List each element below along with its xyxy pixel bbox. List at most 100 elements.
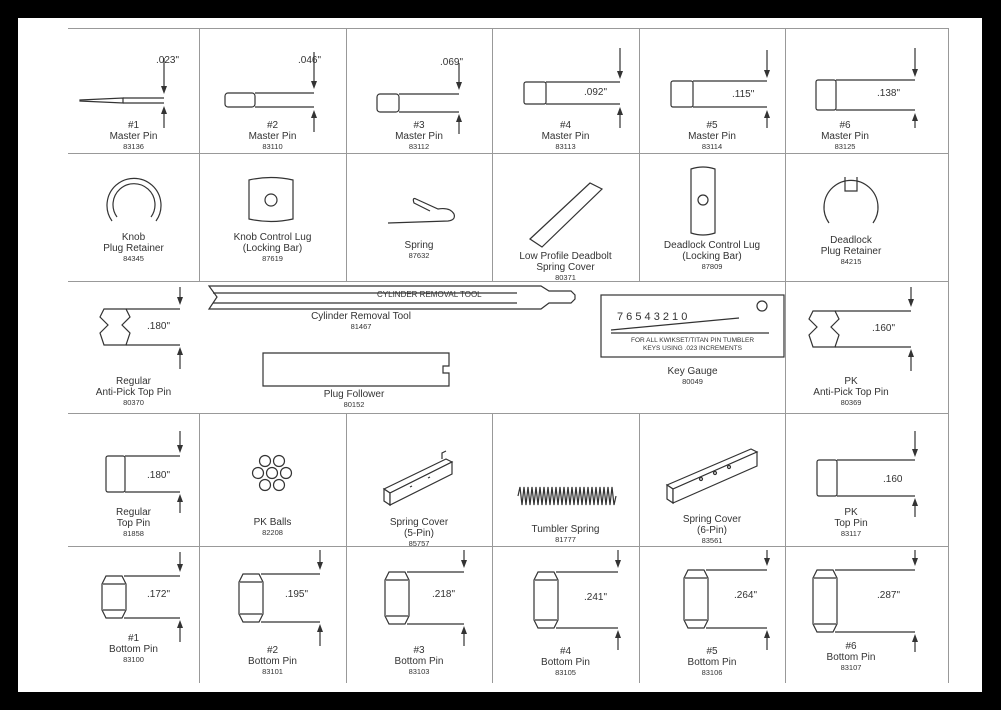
pin-name: Bottom Pin: [109, 644, 158, 655]
part-number: 83106: [701, 668, 723, 677]
pin-number: #4: [559, 646, 572, 657]
master-pin-2-drawing: [224, 52, 317, 132]
part-number: 83114: [701, 142, 723, 151]
bottom-pin-drawing: [533, 550, 621, 650]
master-pin-4-drawing: [523, 48, 623, 128]
part-number: 87619: [262, 254, 283, 263]
pin-name: Bottom Pin: [541, 657, 590, 668]
master-pin-dim: .069": [440, 57, 464, 68]
master-pin-caption: #3 Master Pin 83112: [346, 120, 492, 151]
cylinder-removal-tool-drawing: [207, 285, 785, 387]
parts-grid: .023" #1 Master Pin 83136 .046" #2 Maste…: [68, 28, 949, 683]
part-caption: Regular Anti-Pick Top Pin 80370: [68, 376, 199, 407]
grid-rule: [199, 413, 200, 683]
part-name-line2: (Locking Bar): [242, 243, 303, 254]
tumbler-spring-cell: Tumbler Spring 81777: [492, 413, 639, 546]
part-name-line2: Anti-Pick Top Pin: [95, 387, 172, 398]
spring-cover-6-pin-cell: Spring Cover (6-Pin) 83561: [639, 413, 785, 546]
part-caption: Regular Top Pin 81858: [68, 507, 199, 538]
master-pin-6-drawing: [815, 48, 918, 128]
grid-rule: [68, 28, 948, 29]
bottom-pin-drawing: [812, 550, 918, 652]
part-number: 83105: [555, 668, 576, 677]
part-number: 83110: [262, 142, 283, 151]
master-pin-caption: #2 Master Pin 83110: [199, 120, 346, 151]
master-pin-caption: #1 Master Pin 83136: [68, 120, 199, 151]
part-number: 83101: [262, 667, 283, 676]
part-number: 83103: [408, 667, 430, 676]
key-gauge-note: FOR ALL KWIKSET/TITAN PIN TUMBLER KEYS U…: [601, 337, 784, 353]
part-name-line2: Plug Retainer: [103, 243, 164, 254]
plug-follower-drawing: [262, 352, 450, 387]
bottom-pin-1-cell: .172" #1 Bottom Pin 83100: [68, 546, 199, 683]
master-pin-dim: .138": [877, 88, 901, 99]
master-pin-dim: .023": [156, 55, 180, 66]
bottom-pin-drawing: [101, 552, 183, 642]
bottom-pin-drawing: [384, 550, 467, 646]
part-name-line2: Anti-Pick Top Pin: [813, 387, 889, 398]
pin-dim: .287": [877, 590, 901, 601]
pin-name: Master Pin: [248, 131, 297, 142]
part-name-line2: Top Pin: [834, 518, 868, 529]
grid-rule: [785, 28, 786, 683]
part-name-line1: Regular: [115, 507, 152, 518]
bottom-pin-6-cell: .287" #6 Bottom Pin 83107: [785, 546, 948, 683]
pk-balls-cell: PK Balls 82208: [199, 413, 346, 546]
spring-cover-5-pin-cell: Spring Cover (5-Pin) 85757: [346, 413, 492, 548]
knob-control-lug-drawing: [248, 176, 294, 223]
plug-follower-caption: Plug Follower 80152: [259, 389, 449, 409]
spring-cover-6-pin-drawing: [665, 448, 759, 505]
spring-drawing: [387, 197, 455, 224]
tool-name: Cylinder Removal Tool: [311, 311, 411, 322]
anti-pick-top-pin-drawing: [99, 287, 183, 369]
spring-coil: [517, 486, 617, 506]
low-profile-deadbolt-spring-cover-cell: Low Profile Deadbolt Spring Cover 80371: [492, 153, 639, 282]
master-pin-dim: .115": [732, 89, 755, 100]
key-gauge-caption: Key Gauge 80049: [601, 366, 784, 386]
pin-name: Bottom Pin: [687, 657, 737, 668]
master-pin-caption: #4 Master Pin 83113: [492, 120, 639, 151]
deadlock-control-lug-cell: Deadlock Control Lug (Locking Bar) 87809: [639, 153, 785, 281]
pk-balls-drawing: [251, 454, 293, 492]
pin-name: Bottom Pin: [394, 656, 444, 667]
part-number: 80049: [682, 377, 703, 386]
part-caption: #4 Bottom Pin 83105: [492, 646, 639, 677]
master-pin-3-drawing: [376, 63, 462, 134]
part-name-line2: Spring Cover: [536, 262, 595, 273]
master-pin-dim: .046": [298, 55, 322, 66]
pin-dim: .180": [147, 321, 171, 332]
key-gauge-drawing: [600, 294, 785, 358]
part-caption: Tumbler Spring 81777: [492, 524, 639, 544]
part-caption: PK Balls 82208: [199, 517, 346, 537]
part-number: 80369: [840, 398, 862, 407]
pin-dim: .264": [734, 590, 758, 601]
part-caption: Deadlock Control Lug (Locking Bar) 87809: [639, 240, 785, 271]
part-number: 80152: [343, 400, 365, 409]
master-pin-dim: .092": [584, 87, 608, 98]
part-number: 84345: [123, 254, 144, 263]
part-caption: #5 Bottom Pin 83106: [639, 646, 785, 677]
part-name-line1: Knob Control Lug: [233, 232, 312, 243]
part-caption: #3 Bottom Pin 83103: [346, 645, 492, 676]
knob-plug-retainer-cell: Knob Plug Retainer 84345: [68, 153, 199, 281]
grid-rule: [68, 413, 948, 414]
pin-number: #2: [266, 120, 279, 131]
grid-rule: [639, 28, 640, 281]
tool-name: Key Gauge: [667, 366, 718, 377]
part-number: 83136: [123, 142, 144, 151]
part-number: 83100: [123, 655, 144, 664]
pin-number: #1: [127, 120, 140, 131]
part-number: 85757: [408, 539, 430, 548]
pin-dim: .218": [432, 589, 456, 600]
master-pin-5-drawing: [670, 50, 770, 128]
knob-plug-retainer-drawing: [106, 177, 162, 222]
part-number: 80371: [555, 273, 576, 282]
pin-number: #5: [706, 646, 718, 657]
pin-name: Master Pin: [395, 131, 443, 142]
part-caption: Spring Cover (6-Pin) 83561: [639, 514, 785, 545]
pin-number: #6: [845, 641, 857, 652]
part-caption: #6 Bottom Pin 83107: [785, 641, 917, 672]
master-pin-4-cell: .092" #4 Master Pin 83113: [492, 28, 639, 153]
pin-name: Master Pin: [541, 131, 590, 142]
spring-cover-strip-drawing: [529, 182, 604, 248]
